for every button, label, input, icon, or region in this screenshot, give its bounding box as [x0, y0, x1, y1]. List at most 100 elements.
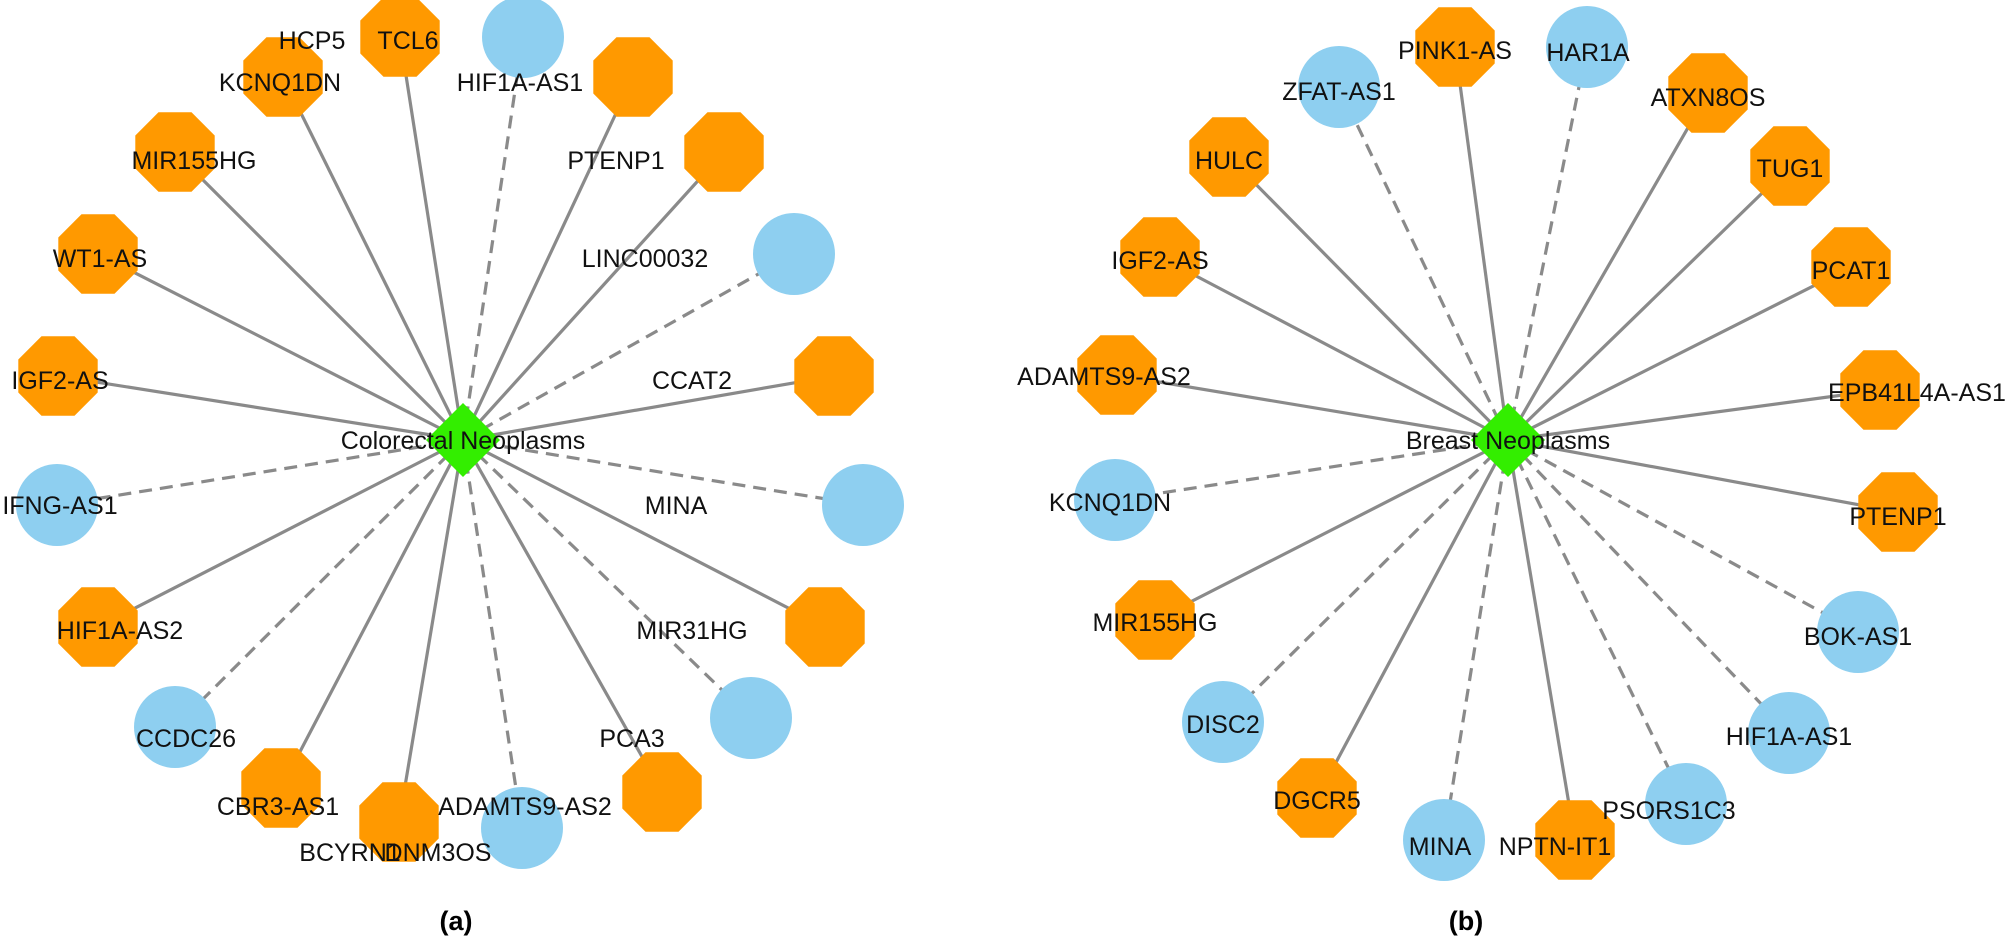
- node-octagon-igf2-as: [18, 336, 98, 416]
- node-label-igf2-as: IGF2-AS: [11, 367, 108, 395]
- node-circle-disc2: [1182, 681, 1264, 763]
- node-label-hcp5: HCP5: [279, 27, 346, 55]
- node-circle-ccdc26: [134, 686, 216, 768]
- node-layer: PINK1-AS HAR1A ATXN8OS TUG1PCAT1EPB41L4A-AS…: [1017, 6, 2006, 881]
- node-label-dgcr5: DGCR5: [1273, 787, 1361, 815]
- edge-igf2-as-solid: [1159, 255, 1509, 442]
- node-label-tcl6: TCL6: [377, 27, 438, 55]
- node-octagon-hulc: [1189, 117, 1269, 197]
- hub-layer: Colorectal Neoplasms: [341, 403, 585, 477]
- edge-wt1-as-solid: [97, 252, 464, 442]
- node-circle-har1a: [1546, 6, 1628, 88]
- panel-breast-network: PINK1-AS HAR1A ATXN8OS TUG1PCAT1EPB41L4A-AS…: [1017, 6, 2006, 936]
- edge-atxn8os-solid: [1506, 92, 1710, 441]
- node-octagon-tug1: [1750, 126, 1830, 206]
- edge-disc2-dashed: [1221, 438, 1510, 724]
- node-octagon-hif1a-as2: [58, 587, 138, 667]
- edge-tug1-solid: [1506, 164, 1792, 442]
- edge-har1a-dashed: [1506, 46, 1589, 441]
- node-label-wt1-as: WT1-AS: [53, 245, 147, 273]
- node-octagon-epb41l4a-as1: [1840, 350, 1920, 430]
- edge-mir155hg-solid: [173, 150, 465, 442]
- node-circle-zfat-as1: [1298, 46, 1380, 128]
- edge-kcnq1dn-dashed: [1114, 438, 1509, 502]
- node-circle-dnm3os: [481, 787, 563, 869]
- node-label-ccdc26: CCDC26: [136, 725, 236, 753]
- node-label-epb41l4a-as1: EPB41L4A-AS1: [1828, 379, 2006, 407]
- node-label-disc2: DISC2: [1186, 711, 1260, 739]
- edge-mir31hg-solid: [462, 438, 826, 629]
- edge-dgcr5-solid: [1315, 439, 1510, 799]
- node-label-pcat1: PCAT1: [1812, 257, 1891, 285]
- edge-hif1a-as1-dashed: [1506, 438, 1791, 735]
- node-octagon-hif1a-as1: [593, 37, 673, 117]
- node-circle-tcl6: [482, 0, 564, 78]
- edge-igf2-as-solid: [57, 374, 464, 442]
- edge-mina-dashed: [462, 438, 864, 507]
- node-circle-mina: [1403, 799, 1485, 881]
- edge-psors1c3-dashed: [1506, 439, 1688, 805]
- edge-dnm3os-dashed: [461, 439, 524, 829]
- edge-hif1a-as1-solid: [461, 76, 635, 441]
- edge-ifng-as1-dashed: [56, 438, 464, 507]
- node-circle-ifng-as1: [16, 464, 98, 546]
- node-octagon-mir155hg: [1115, 580, 1195, 660]
- node-circle-psors1c3: [1645, 763, 1727, 845]
- edge-mir155hg-solid: [1154, 438, 1509, 622]
- edge-hif1a-as2-solid: [97, 438, 464, 629]
- node-label-kcnq1dn: KCNQ1DN: [219, 69, 341, 97]
- edge-layer: [56, 36, 864, 829]
- node-label-mir31hg: MIR31HG: [636, 617, 747, 645]
- node-octagon-hcp5: [360, 0, 440, 77]
- edge-adamts9-as2-solid: [1116, 373, 1509, 442]
- hub-diamond: [426, 403, 500, 477]
- edge-layer: [1114, 46, 1899, 841]
- edge-tcl6-dashed: [461, 36, 525, 441]
- node-circle-kcnq1dn: [1074, 459, 1156, 541]
- node-label-tug1: TUG1: [1757, 155, 1824, 183]
- node-octagon-ptenp1: [684, 112, 764, 192]
- edge-adamts9-as2-solid: [461, 439, 664, 793]
- node-label-cbr3-as1: CBR3-AS1: [217, 793, 339, 821]
- edge-ccdc26-dashed: [173, 438, 465, 729]
- node-circle-bok-as1: [1817, 591, 1899, 673]
- hub-label: Breast Neoplasms: [1406, 427, 1610, 455]
- node-label-hif1a-as2: HIF1A-AS2: [57, 617, 183, 645]
- node-octagon-adamts9-as2: [1077, 335, 1157, 415]
- edge-linc00032-dashed: [462, 252, 795, 442]
- node-circle-pca3: [710, 677, 792, 759]
- node-label-igf2-as: IGF2-AS: [1111, 247, 1208, 275]
- node-octagon-kcnq1dn: [243, 37, 323, 117]
- edge-epb41l4a-as1-solid: [1507, 388, 1881, 442]
- node-octagon-wt1-as: [58, 214, 138, 294]
- edge-kcnq1dn-solid: [281, 76, 465, 441]
- node-label-nptn-it1: NPTN-IT1: [1499, 833, 1612, 861]
- edge-hcp5-solid: [398, 36, 465, 441]
- edge-bok-as1-dashed: [1507, 438, 1859, 634]
- node-octagon-igf2-as: [1120, 217, 1200, 297]
- node-label-mir155hg: MIR155HG: [131, 147, 256, 175]
- edge-ptenp1-solid: [1507, 438, 1899, 514]
- node-label-hif1a-as1: HIF1A-AS1: [1726, 723, 1852, 751]
- node-label-mina: MINA: [1409, 833, 1472, 861]
- node-octagon-cbr3-as1: [241, 748, 321, 828]
- node-label-atxn8os: ATXN8OS: [1651, 84, 1766, 112]
- edge-ccat2-solid: [462, 374, 835, 442]
- node-label-ptenp1: PTENP1: [1849, 503, 1946, 531]
- node-octagon-ccat2: [794, 336, 874, 416]
- node-label-hulc: HULC: [1195, 147, 1263, 175]
- node-label-ptenp1: PTENP1: [567, 147, 664, 175]
- node-label-har1a: HAR1A: [1546, 39, 1630, 67]
- node-octagon-dgcr5: [1277, 758, 1357, 838]
- edge-zfat-as1-dashed: [1337, 86, 1510, 441]
- panel-caption: (b): [1449, 906, 1483, 936]
- node-label-pink1-as: PINK1-AS: [1398, 37, 1512, 65]
- edge-pink1-as-solid: [1453, 46, 1510, 441]
- node-octagon-mir155hg: [135, 112, 215, 192]
- edge-cbr3-as1-solid: [279, 439, 465, 789]
- node-octagon-mir31hg: [785, 587, 865, 667]
- node-octagon-adamts9-as2: [622, 752, 702, 832]
